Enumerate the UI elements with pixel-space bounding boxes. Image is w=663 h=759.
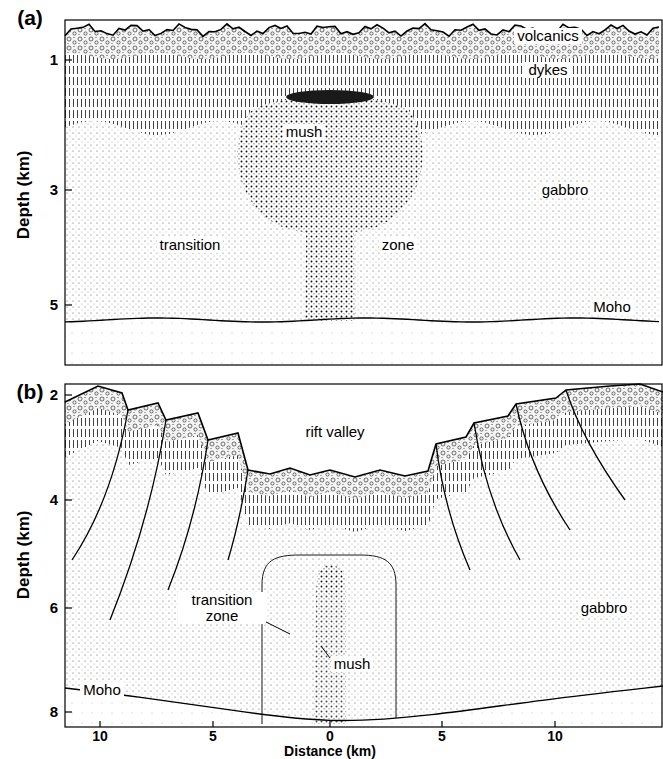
axis-tick-label: 4 bbox=[50, 492, 58, 508]
axis-tick-mark bbox=[65, 394, 72, 395]
transition-zone-outline bbox=[262, 555, 396, 724]
gabbro-layer bbox=[65, 384, 663, 727]
volcanic-layer bbox=[65, 24, 659, 59]
axis-tick-mark bbox=[65, 189, 72, 190]
fault-line bbox=[72, 410, 128, 560]
fault-line bbox=[566, 390, 625, 500]
axis-tick-mark bbox=[65, 607, 72, 608]
fault-line bbox=[168, 440, 208, 590]
fault-line bbox=[474, 423, 520, 560]
mush-body bbox=[237, 97, 422, 321]
axis-title: Distance (km) bbox=[284, 744, 376, 759]
leader-line bbox=[321, 646, 330, 658]
region-label: rift valley bbox=[302, 424, 367, 440]
axis-tick-mark bbox=[65, 59, 72, 60]
axis-tick-label: 10 bbox=[547, 729, 563, 744]
fault-line bbox=[228, 470, 248, 560]
mush-cluster bbox=[317, 566, 345, 594]
boundary-label: Moho bbox=[80, 682, 124, 698]
leader-line bbox=[266, 622, 290, 634]
axis-tick-label: 3 bbox=[50, 182, 58, 198]
axis-tick-label: 10 bbox=[92, 729, 108, 744]
axis-tick-mark bbox=[554, 721, 555, 727]
gabbro-layer bbox=[65, 24, 659, 365]
panel-frame bbox=[65, 384, 662, 727]
moho-line bbox=[65, 686, 663, 721]
mantle bbox=[65, 686, 663, 727]
panel-frame bbox=[65, 20, 662, 365]
mantle bbox=[65, 318, 659, 365]
axis-tick-mark bbox=[441, 721, 442, 727]
fault-line bbox=[516, 404, 570, 530]
axis-tick-mark bbox=[99, 721, 100, 727]
fault-line bbox=[110, 420, 166, 620]
axis-tick-mark bbox=[329, 721, 330, 727]
axis-tick-label: 5 bbox=[50, 297, 58, 313]
axis-title: Depth (km) bbox=[15, 151, 33, 240]
axis-tick-label: 5 bbox=[438, 729, 446, 744]
layer-label: gabbro bbox=[539, 182, 592, 198]
region-label: mush bbox=[283, 124, 326, 140]
axis-tick-label: 1 bbox=[50, 52, 58, 68]
region-label: mush bbox=[331, 656, 374, 672]
axis-tick-mark bbox=[65, 499, 72, 500]
region-label: zone bbox=[379, 237, 418, 253]
axis-tick-label: 0 bbox=[326, 729, 334, 744]
volcanic-layer bbox=[65, 384, 663, 499]
panel-label: (b) bbox=[17, 381, 44, 403]
fault-line bbox=[436, 444, 470, 570]
axis-tick-mark bbox=[65, 304, 72, 305]
axis-tick-mark bbox=[65, 711, 72, 712]
layer-label: volcanics bbox=[514, 28, 582, 44]
seafloor-line bbox=[65, 384, 663, 477]
axis-tick-mark bbox=[212, 721, 213, 727]
axis-tick-label: 8 bbox=[50, 704, 58, 720]
region-label: transition bbox=[157, 237, 224, 253]
moho-line bbox=[65, 318, 659, 322]
axis-title: Depth (km) bbox=[15, 511, 33, 600]
axis-tick-label: 6 bbox=[50, 600, 58, 616]
layer-label: dykes bbox=[525, 62, 570, 78]
mush-column bbox=[314, 565, 346, 724]
panel-label: (a) bbox=[17, 7, 43, 29]
melt-lens bbox=[286, 90, 374, 104]
region-label: transition zone bbox=[178, 592, 266, 624]
layer-label: gabbro bbox=[578, 600, 631, 616]
axis-tick-label: 2 bbox=[50, 387, 58, 403]
boundary-label: Moho bbox=[590, 299, 634, 315]
axis-tick-label: 5 bbox=[209, 729, 217, 744]
